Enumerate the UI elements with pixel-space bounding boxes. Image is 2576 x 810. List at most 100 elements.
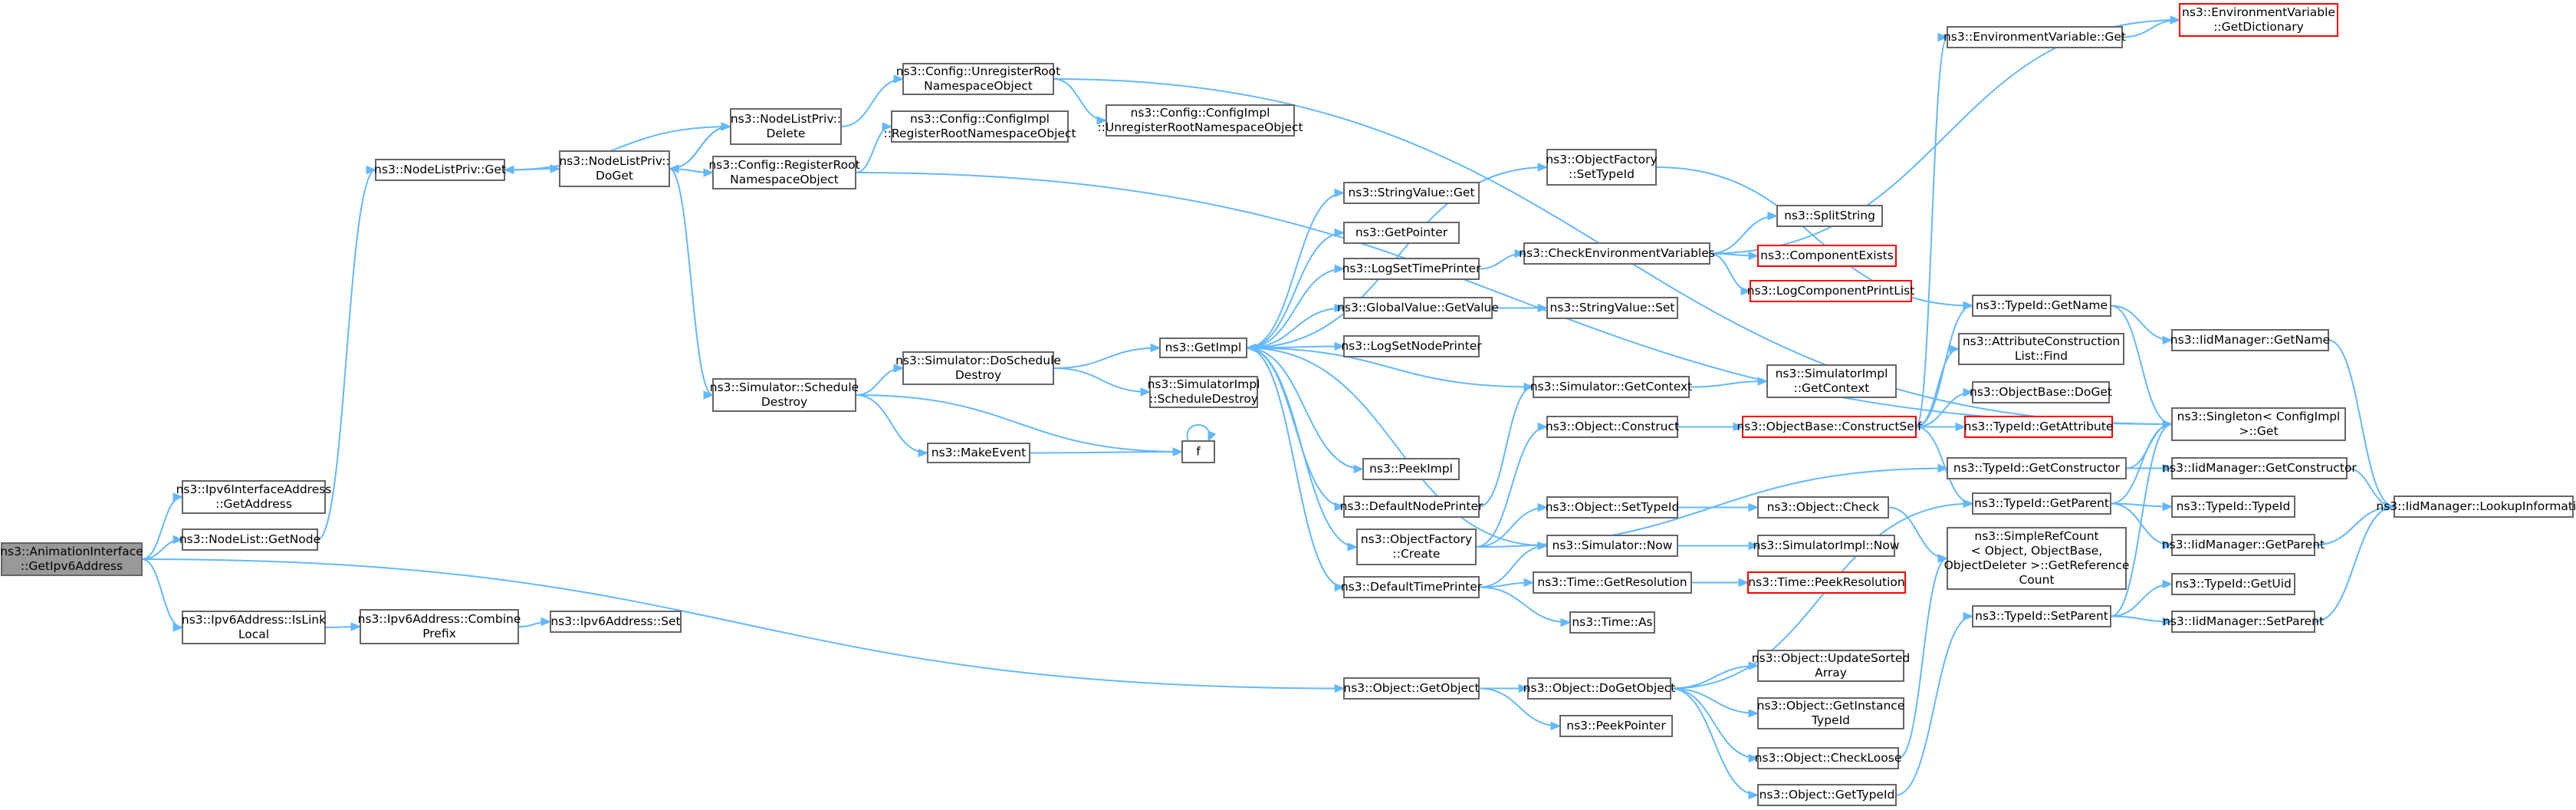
node-box[interactable]: [1533, 376, 1690, 398]
node-box[interactable]: [1559, 715, 1673, 737]
node-n19[interactable]: ns3::Object::GetObject: [1343, 677, 1480, 700]
node-box[interactable]: [1750, 280, 1912, 302]
node-box[interactable]: [550, 611, 682, 633]
node-n36[interactable]: ns3::Object::SetTypeId: [1546, 496, 1680, 519]
node-box[interactable]: [1343, 258, 1480, 280]
node-box[interactable]: [902, 351, 1054, 385]
node-n25[interactable]: ns3::GlobalValue::GetValue: [1337, 297, 1499, 319]
node-n0[interactable]: ns3::AnimationInterface::GetIpv6Address: [0, 542, 143, 576]
node-box[interactable]: [1757, 535, 1895, 557]
node-n43[interactable]: ns3::SimulatorImpl::GetContext: [1766, 364, 1897, 398]
node-n33[interactable]: ns3::StringValue::Set: [1546, 297, 1678, 319]
node-box[interactable]: [1747, 571, 1906, 594]
node-box[interactable]: [1343, 496, 1480, 518]
node-box[interactable]: [1106, 104, 1295, 137]
node-box[interactable]: [1149, 376, 1258, 408]
node-n61[interactable]: ns3::TypeId::SetParent: [1972, 605, 2111, 627]
node-box[interactable]: [1546, 416, 1678, 438]
node-n56[interactable]: ns3::ObjectBase::DoGet: [1970, 381, 2112, 403]
node-box[interactable]: [1343, 677, 1480, 700]
node-box[interactable]: [1546, 535, 1678, 557]
node-n9[interactable]: ns3::Config::ConfigImpl::UnregisterRootN…: [1097, 104, 1303, 137]
node-box[interactable]: [2171, 573, 2295, 595]
node-n28[interactable]: ns3::DefaultNodePrinter: [1340, 496, 1484, 518]
node-box[interactable]: [1343, 576, 1480, 598]
node-box[interactable]: [1947, 527, 2127, 590]
node-box[interactable]: [2179, 3, 2338, 37]
node-box[interactable]: [2171, 534, 2315, 556]
node-n51[interactable]: ns3::Object::GetTypeId: [1757, 784, 1897, 806]
node-n69[interactable]: ns3::IidManager::LookupInformation: [2376, 496, 2576, 518]
node-box[interactable]: [1343, 182, 1480, 204]
node-n60[interactable]: ns3::SimpleRefCount< Object, ObjectBase,…: [1944, 527, 2130, 590]
node-n5[interactable]: ns3::NodeListPriv::Delete: [730, 108, 842, 145]
node-n42[interactable]: ns3::LogComponentPrintList: [1747, 280, 1915, 302]
node-n20[interactable]: ns3::Object::DoGetObject: [1523, 677, 1676, 700]
node-box[interactable]: [2171, 611, 2315, 633]
node-n23[interactable]: ns3::GetPointer: [1343, 222, 1460, 244]
node-box[interactable]: [2171, 496, 2295, 518]
node-n41[interactable]: ns3::ComponentExists: [1757, 245, 1897, 267]
node-box[interactable]: [1766, 364, 1897, 398]
node-n22[interactable]: ns3::StringValue::Get: [1343, 182, 1480, 204]
node-n18[interactable]: ns3::Ipv6Address::Set: [550, 611, 682, 633]
node-n26[interactable]: ns3::LogSetNodePrinter: [1341, 335, 1482, 357]
node-box[interactable]: [1972, 605, 2111, 627]
node-n2[interactable]: ns3::NodeList::GetNode: [179, 528, 320, 551]
node-box[interactable]: [1546, 496, 1678, 519]
node-n14[interactable]: ns3::SimulatorImpl::ScheduleDestroy: [1148, 376, 1260, 408]
node-box[interactable]: [902, 63, 1054, 95]
node-box[interactable]: [1343, 222, 1460, 244]
node-n68[interactable]: ns3::IidManager::SetParent: [2163, 611, 2324, 633]
node-n45[interactable]: ns3::Object::Check: [1757, 496, 1889, 519]
node-box[interactable]: [1523, 242, 1710, 265]
node-box[interactable]: [1356, 528, 1477, 565]
node-box[interactable]: [1972, 381, 2110, 403]
node-box[interactable]: [1757, 784, 1897, 806]
node-box[interactable]: [730, 108, 842, 145]
node-box[interactable]: [375, 159, 505, 181]
node-box[interactable]: [1947, 457, 2127, 479]
node-n29[interactable]: ns3::ObjectFactory::Create: [1356, 528, 1477, 565]
node-box[interactable]: [1569, 611, 1655, 634]
node-box[interactable]: [1546, 149, 1657, 186]
node-box[interactable]: [1181, 440, 1215, 463]
node-box[interactable]: [1757, 697, 1904, 729]
node-n6[interactable]: ns3::Config::UnregisterRootNamespaceObje…: [896, 63, 1060, 95]
node-n7[interactable]: ns3::Config::RegisterRootNamespaceObject: [708, 156, 860, 189]
node-box[interactable]: [2394, 496, 2574, 518]
node-n67[interactable]: ns3::TypeId::GetUid: [2171, 573, 2295, 595]
node-box[interactable]: [927, 443, 1030, 463]
node-n4[interactable]: ns3::NodeListPriv::DoGet: [559, 150, 670, 187]
node-box[interactable]: [712, 378, 856, 412]
node-box[interactable]: [182, 480, 326, 514]
node-box[interactable]: [1343, 335, 1480, 357]
node-n12[interactable]: ns3::MakeEvent: [927, 443, 1030, 463]
node-n21[interactable]: ns3::PeekPointer: [1559, 715, 1673, 737]
node-box[interactable]: [182, 528, 318, 551]
node-box[interactable]: [182, 611, 326, 644]
node-box[interactable]: [1757, 650, 1904, 682]
node-box[interactable]: [1, 542, 143, 576]
node-box[interactable]: [1972, 295, 2111, 317]
node-n63[interactable]: ns3::Singleton< ConfigImpl>::Get: [2171, 407, 2346, 441]
node-box[interactable]: [1776, 205, 1883, 227]
node-box[interactable]: [360, 609, 519, 644]
node-n40[interactable]: ns3::SplitString: [1776, 205, 1883, 227]
node-box[interactable]: [1742, 416, 1917, 438]
node-n58[interactable]: ns3::TypeId::GetConstructor: [1947, 457, 2127, 479]
node-n39[interactable]: ns3::Time::As: [1569, 611, 1655, 634]
node-box[interactable]: [1362, 458, 1460, 480]
node-box[interactable]: [1947, 26, 2123, 48]
node-n27[interactable]: ns3::PeekImpl: [1362, 458, 1460, 480]
node-n50[interactable]: ns3::Object::CheckLoose: [1755, 747, 1902, 769]
node-box[interactable]: [559, 150, 670, 187]
node-n59[interactable]: ns3::TypeId::GetParent: [1972, 492, 2111, 515]
node-n37[interactable]: ns3::Simulator::Now: [1546, 535, 1678, 557]
node-n35[interactable]: ns3::Object::Construct: [1546, 416, 1679, 438]
